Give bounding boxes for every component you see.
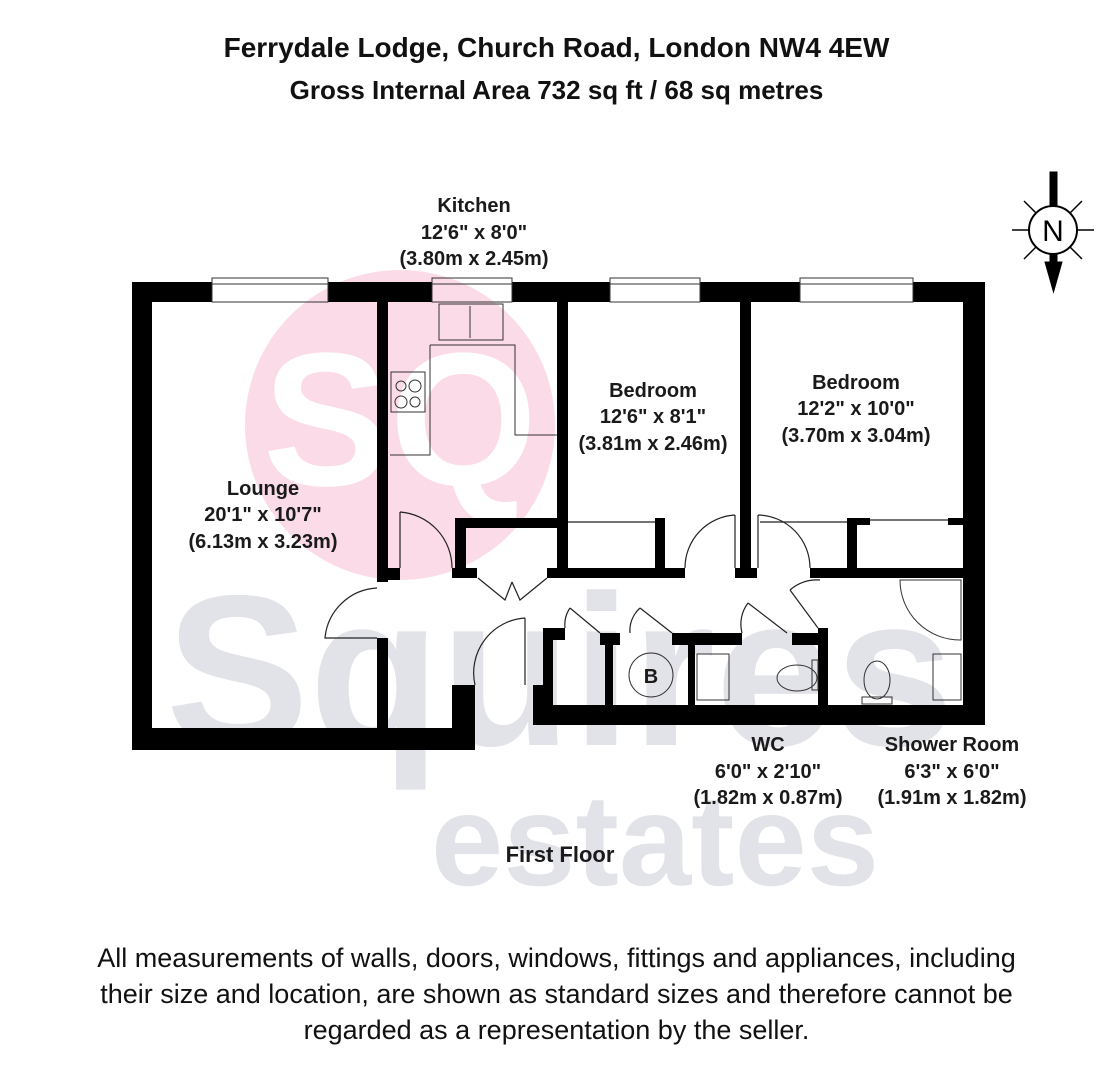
fittings: [390, 303, 962, 705]
room-imperial: 12'6" x 8'0": [421, 222, 527, 244]
room-imperial: 20'1" x 10'7": [204, 504, 321, 526]
compass-label: N: [1042, 215, 1064, 248]
room-name: WC: [751, 734, 784, 756]
room-metric: (6.13m x 3.23m): [189, 531, 338, 553]
walls: [132, 282, 985, 750]
room-name: Bedroom: [609, 380, 697, 402]
boiler-icon: [628, 652, 674, 698]
disclaimer: All measurements of walls, doors, window…: [0, 940, 1113, 1048]
watermark-brand-sub: estates: [431, 767, 879, 913]
floor-label: First Floor: [506, 842, 615, 867]
room-imperial: 12'6" x 8'1": [600, 406, 706, 428]
sink-icon: [438, 303, 504, 341]
basin-icon: [696, 653, 730, 701]
room-metric: (3.80m x 2.45m): [400, 248, 549, 270]
room-metric: (3.81m x 2.46m): [579, 433, 728, 455]
page-subtitle: Gross Internal Area 732 sq ft / 68 sq me…: [289, 75, 824, 105]
room-metric: (3.70m x 3.04m): [782, 425, 931, 447]
room-imperial: 12'2" x 10'0": [797, 398, 914, 420]
watermark-brand: Squires: [166, 550, 955, 791]
hob-icon: [390, 371, 426, 413]
room-name: Kitchen: [437, 195, 510, 217]
disclaimer-line: regarded as a representation by the sell…: [303, 1015, 810, 1045]
room-name: Lounge: [227, 478, 299, 500]
disclaimer-line: their size and location, are shown as st…: [100, 979, 1013, 1009]
room-metric: (1.82m x 0.87m): [694, 787, 843, 809]
room-bedroom-1: Bedroom 12'6" x 8'1" (3.81m x 2.46m): [579, 380, 728, 455]
room-lounge: Lounge 20'1" x 10'7" (6.13m x 3.23m): [189, 478, 338, 553]
toilet-icon: [863, 660, 891, 700]
room-imperial: 6'0" x 2'10": [715, 761, 821, 783]
room-wc: WC 6'0" x 2'10" (1.82m x 0.87m): [694, 734, 843, 809]
shower-tray-icon: [899, 579, 962, 641]
basin-icon: [932, 653, 962, 701]
room-imperial: 6'3" x 6'0": [904, 761, 999, 783]
room-kitchen: Kitchen 12'6" x 8'0" (3.80m x 2.45m): [400, 195, 549, 270]
windows: [211, 277, 914, 303]
boiler-label: B: [644, 666, 658, 688]
north-arrow-icon: N: [1012, 171, 1094, 294]
disclaimer-line: All measurements of walls, doors, window…: [97, 943, 1016, 973]
watermark-logo-text: SQ: [263, 314, 538, 526]
room-bedroom-2: Bedroom 12'2" x 10'0" (3.70m x 3.04m): [782, 372, 931, 447]
room-name: Shower Room: [885, 734, 1019, 756]
page-title: Ferrydale Lodge, Church Road, London NW4…: [223, 32, 890, 63]
room-metric: (1.91m x 1.82m): [878, 787, 1027, 809]
watermark-logo: SQ: [245, 270, 555, 580]
toilet-icon: [776, 664, 818, 692]
room-name: Bedroom: [812, 372, 900, 394]
doors: [324, 511, 948, 686]
room-shower: Shower Room 6'3" x 6'0" (1.91m x 1.82m): [878, 734, 1027, 809]
